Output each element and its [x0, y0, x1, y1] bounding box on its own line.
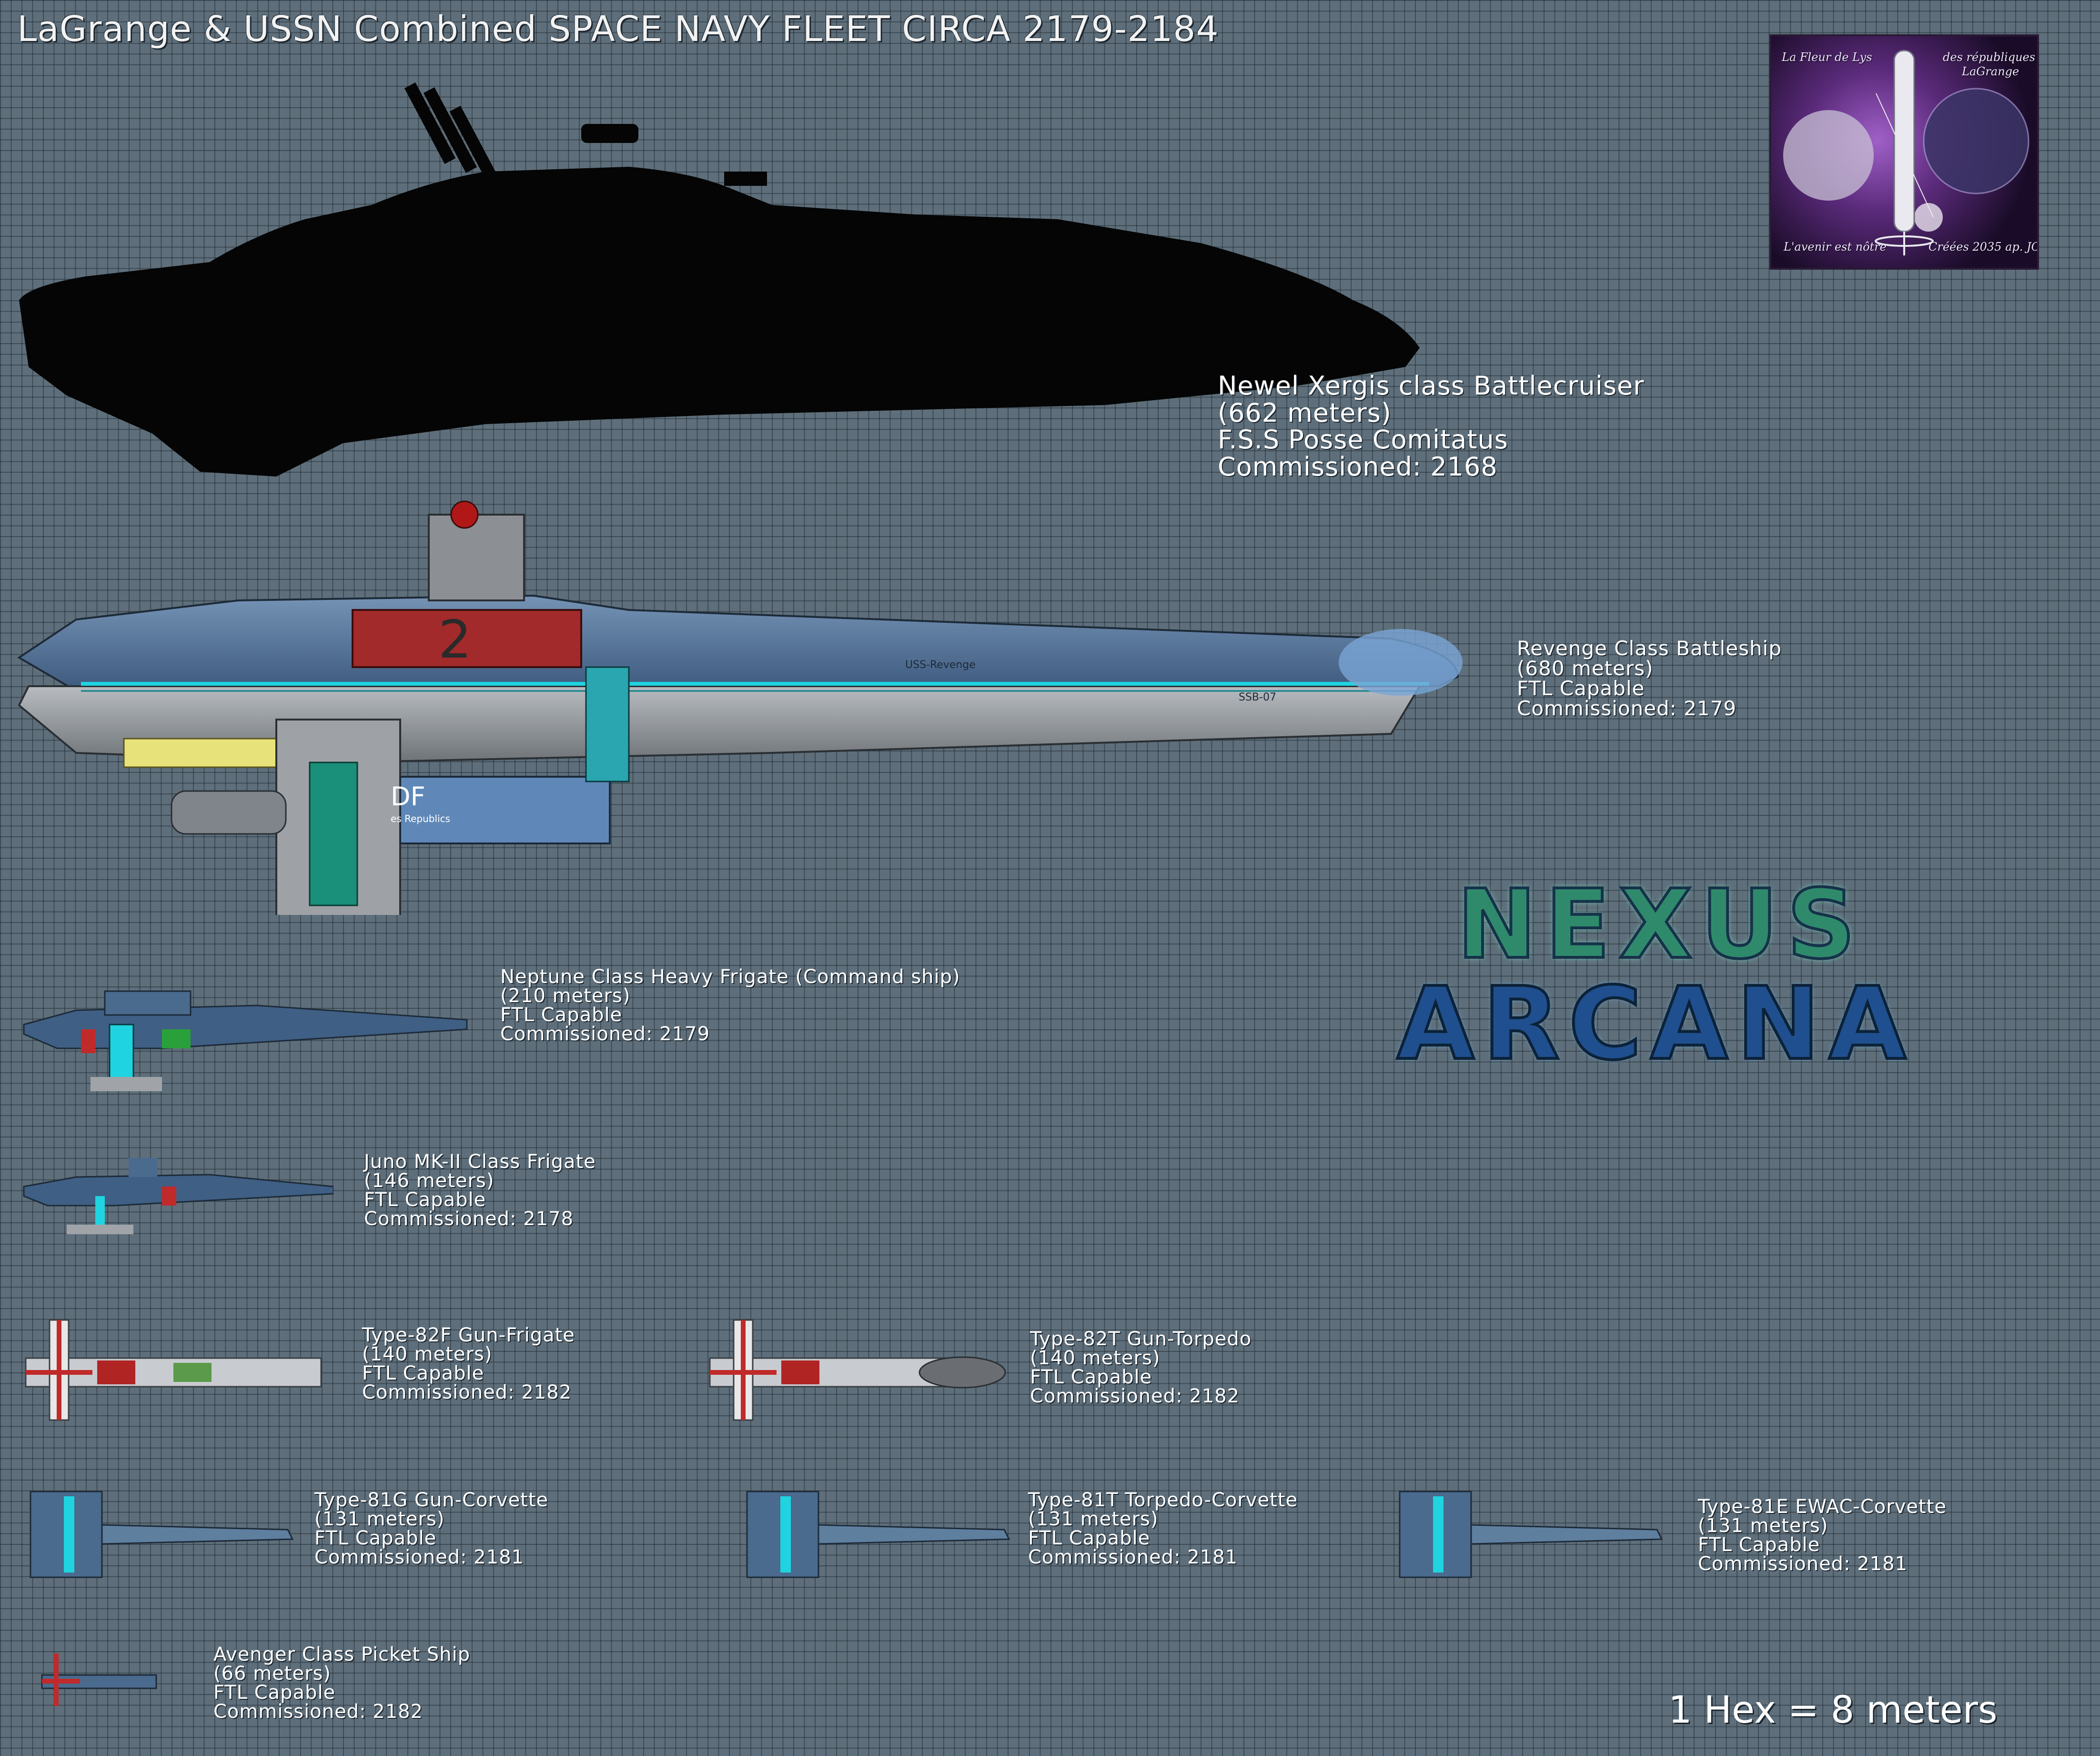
- type-81e-ewac-corvette: [1399, 1491, 1663, 1578]
- type-81t-torpedo-corvette: [746, 1491, 1010, 1578]
- logo-arcana: ARCANA: [1395, 964, 1915, 1084]
- battleship-revenge: 2 USS-Revenge SSB-07 DF es Republics: [17, 500, 1463, 915]
- ship-detail: F.S.S Posse Comitatus: [1218, 425, 1508, 455]
- ship-length: (140 meters): [1030, 1347, 1161, 1369]
- ship-spec-neptune: Neptune Class Heavy Frigate (Command shi…: [500, 967, 960, 1044]
- logo-nexus: NEXUS: [1455, 868, 1864, 982]
- ship-commissioned: Commissioned: 2181: [1028, 1546, 1238, 1568]
- scale-label: 1 Hex = 8 meters: [1668, 1689, 1998, 1732]
- ship-length: (131 meters): [1028, 1508, 1159, 1530]
- ship-length: (662 meters): [1218, 397, 1392, 428]
- type-82f-gun-frigate: [25, 1319, 322, 1421]
- ship-length: (131 meters): [314, 1508, 445, 1530]
- ship-detail: FTL Capable: [1517, 677, 1645, 700]
- emblem-art: [1783, 50, 2029, 255]
- ship-name: Type-81E EWAC-Corvette: [1698, 1496, 1947, 1518]
- ship-detail: FTL Capable: [362, 1362, 485, 1384]
- ship-commissioned: Commissioned: 2182: [362, 1381, 572, 1403]
- ship-spec-type-82f: Type-82F Gun-Frigate (140 meters) FTL Ca…: [362, 1326, 575, 1402]
- ship-detail: FTL Capable: [1030, 1366, 1152, 1388]
- hull-name-marking: USS-Revenge: [905, 659, 976, 671]
- ship-spec-battlecruiser: Newel Xergis class Battlecruiser (662 me…: [1218, 371, 1645, 482]
- ship-length: (131 meters): [1698, 1515, 1828, 1537]
- ship-spec-type-81g: Type-81G Gun-Corvette (131 meters) FTL C…: [314, 1491, 548, 1567]
- ship-spec-type-82t: Type-82T Gun-Torpedo (140 meters) FTL Ca…: [1030, 1330, 1252, 1406]
- ship-length: (680 meters): [1517, 657, 1654, 680]
- ship-commissioned: Commissioned: 2168: [1218, 452, 1498, 482]
- type-81g-gun-corvette: [30, 1491, 294, 1578]
- ship-spec-avenger: Avenger Class Picket Ship (66 meters) FT…: [213, 1645, 470, 1721]
- emblem-text-top-left: La Fleur de Lys: [1782, 51, 1872, 64]
- ship-detail: FTL Capable: [500, 1004, 623, 1026]
- pod-letters-marking: DF: [391, 782, 425, 812]
- ship-detail: FTL Capable: [213, 1682, 336, 1704]
- ship-name: Newel Xergis class Battlecruiser: [1218, 371, 1645, 401]
- battlecruiser-silhouette: [19, 82, 1420, 477]
- ship-commissioned: Commissioned: 2178: [364, 1208, 574, 1230]
- emblem-text-top-right-2: LaGrange: [1962, 65, 2019, 78]
- ship-name: Type-82F Gun-Frigate: [362, 1324, 575, 1346]
- ship-commissioned: Commissioned: 2179: [500, 1023, 710, 1045]
- avenger-picket-ship: [41, 1654, 157, 1706]
- ship-commissioned: Commissioned: 2182: [1030, 1385, 1240, 1407]
- ship-detail: FTL Capable: [314, 1527, 437, 1549]
- ship-length: (66 meters): [213, 1663, 331, 1685]
- ship-spec-battleship: Revenge Class Battleship (680 meters) FT…: [1517, 639, 1782, 719]
- ship-name: Type-82T Gun-Torpedo: [1030, 1328, 1252, 1350]
- ship-spec-type-81t: Type-81T Torpedo-Corvette (131 meters) F…: [1028, 1491, 1298, 1567]
- ship-name: Type-81T Torpedo-Corvette: [1028, 1489, 1298, 1511]
- ship-spec-type-81e: Type-81E EWAC-Corvette (131 meters) FTL …: [1698, 1497, 1947, 1573]
- page-title: LaGrange & USSN Combined SPACE NAVY FLEE…: [17, 9, 1219, 50]
- ship-commissioned: Commissioned: 2181: [1698, 1553, 1908, 1575]
- ship-name: Avenger Class Picket Ship: [213, 1644, 471, 1665]
- ship-name: Type-81G Gun-Corvette: [314, 1489, 549, 1511]
- ship-name: Juno MK-II Class Frigate: [364, 1151, 596, 1173]
- ship-detail: FTL Capable: [1028, 1527, 1151, 1549]
- ship-commissioned: Commissioned: 2182: [213, 1701, 424, 1723]
- ship-detail: FTL Capable: [364, 1189, 486, 1211]
- neptune-heavy-frigate: [23, 990, 468, 1091]
- lagrange-emblem: La Fleur de Lys des républiques LaGrange…: [1769, 34, 2039, 270]
- ship-name: Revenge Class Battleship: [1517, 637, 1782, 660]
- juno-frigate: [23, 1158, 333, 1234]
- ship-length: (146 meters): [364, 1170, 495, 1192]
- emblem-text-top-right: des républiques: [1943, 51, 2036, 64]
- emblem-text-bottom-right: Créées 2035 ap. JC: [1928, 240, 2039, 254]
- ship-spec-juno: Juno MK-II Class Frigate (146 meters) FT…: [364, 1152, 596, 1228]
- hull-number: 2: [438, 609, 472, 670]
- type-82t-gun-torpedo: [709, 1319, 1006, 1421]
- ship-commissioned: Commissioned: 2181: [314, 1546, 525, 1568]
- ship-length: (140 meters): [362, 1343, 493, 1365]
- emblem-text-bottom-left: L'avenir est nôtre: [1784, 240, 1887, 254]
- hull-code-marking: SSB-07: [1239, 691, 1276, 703]
- ship-length: (210 meters): [500, 985, 631, 1007]
- ship-name: Neptune Class Heavy Frigate (Command shi…: [500, 966, 960, 988]
- ship-detail: FTL Capable: [1698, 1534, 1820, 1556]
- pod-sub-marking: es Republics: [391, 813, 450, 824]
- ship-commissioned: Commissioned: 2179: [1517, 697, 1737, 720]
